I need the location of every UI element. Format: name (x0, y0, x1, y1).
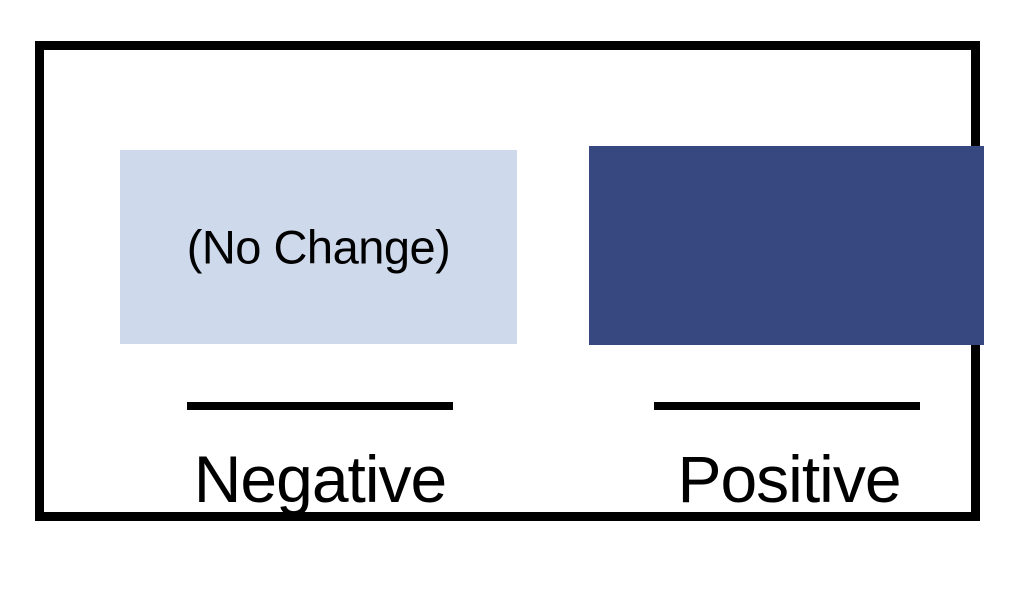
legend-caption-positive: Positive (677, 442, 901, 516)
legend-swatch-negative-label: (No Change) (186, 220, 451, 274)
legend-swatch-positive (589, 146, 984, 345)
legend-frame: (No Change) Negative Positive (35, 41, 984, 521)
legend-swatch-negative: (No Change) (120, 150, 517, 344)
legend-caption-negative: Negative (193, 442, 448, 516)
legend-rule-negative (187, 402, 453, 410)
legend-rule-positive (654, 402, 920, 410)
